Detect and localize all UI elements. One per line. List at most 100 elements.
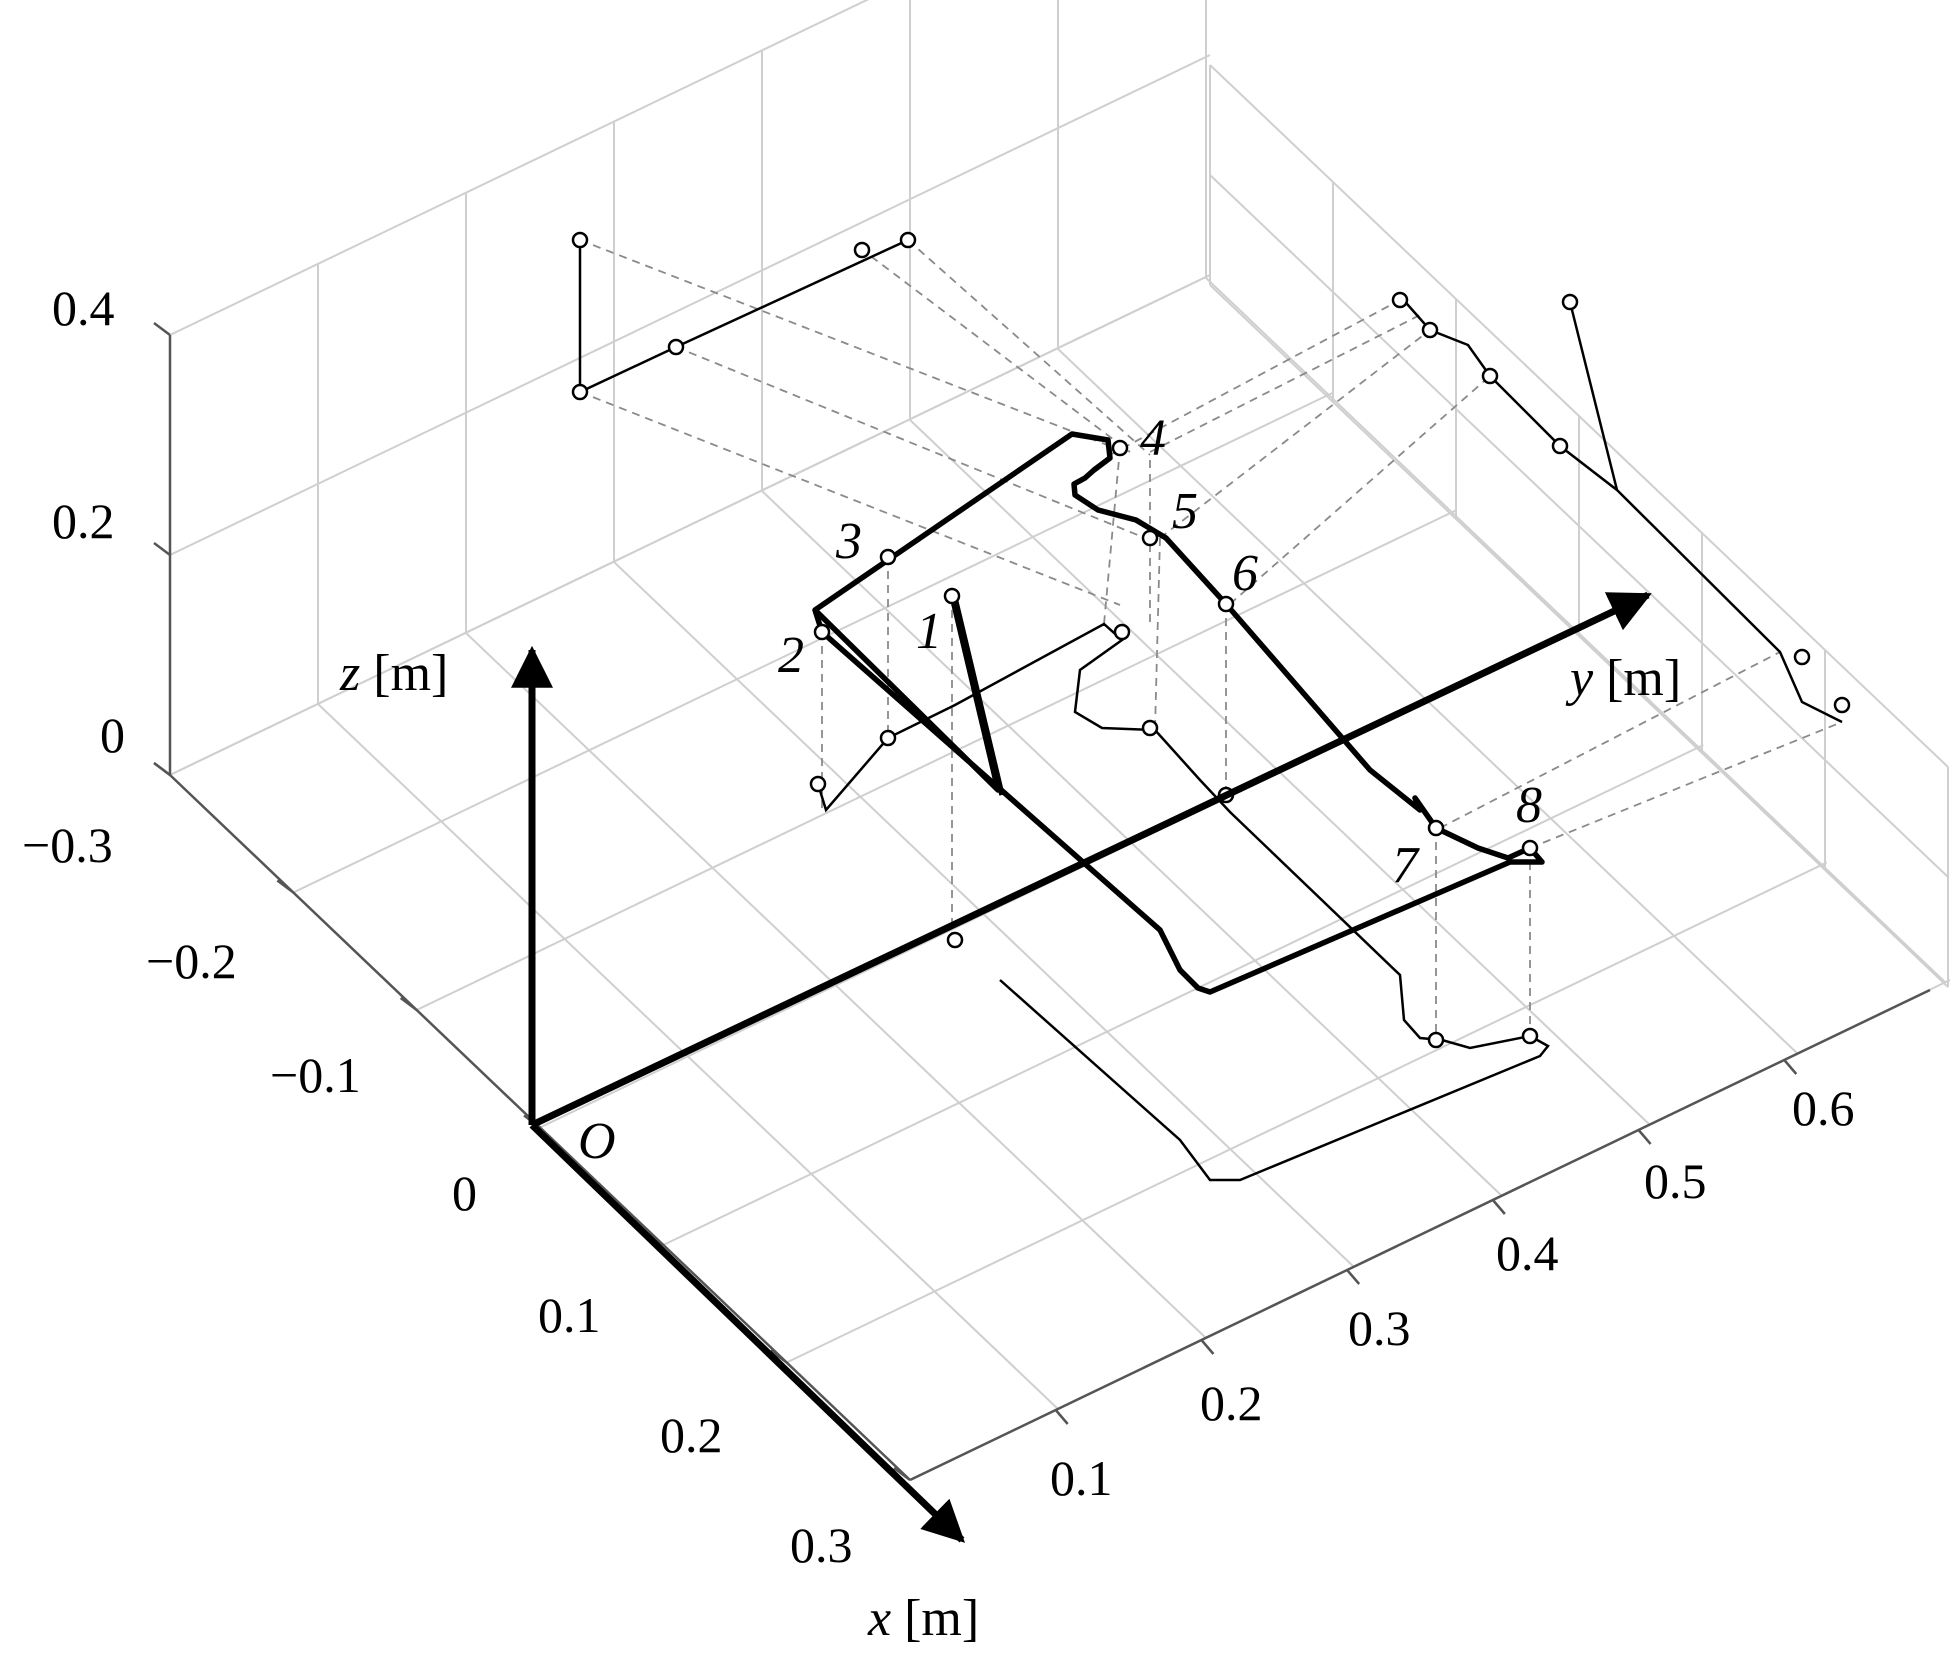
path-projection-right-wall [1399,295,1843,724]
floor-grid-line [786,861,1828,1364]
wall-grid-line [169,54,1211,556]
y-tick-label-3: 0.4 [1496,1225,1559,1281]
box-edge-tick [153,322,171,336]
grid-group [169,0,1951,1481]
path-projection-back-wall [578,238,909,394]
box-edge-tick [153,762,171,776]
box-edge-tick [1200,1339,1215,1355]
floor-grid-line [317,703,1059,1410]
path-marker [1793,648,1811,666]
right-wall-projection-guide [1149,314,1421,453]
x-tick-label-2: 0.2 [660,1407,723,1463]
path-marker [1113,623,1131,641]
path-marker [809,775,827,793]
waypoint-label-2: 2 [778,627,804,684]
path-marker [1217,595,1235,613]
x-tick-label-1: 0.1 [538,1287,601,1343]
y-axis-arrow [530,591,1652,1129]
path-marker [1481,367,1499,385]
floor-projection-guide [1154,537,1161,731]
floor-grid-line [613,561,1355,1268]
path-marker [571,231,589,249]
z-tick-label-2: 0.4 [52,280,115,336]
x-axis-label: x [m] [867,1590,979,1647]
waypoint-label-3: 3 [835,513,862,570]
box-edge-tick [769,1349,788,1364]
waypoint-label-4: 4 [1140,410,1166,467]
box-x-tick-label-2: −0.1 [270,1047,361,1103]
x-tick-label-3: 0.3 [790,1517,853,1573]
path-marker [879,729,897,747]
path-marker [1391,291,1409,309]
x-axis-arrow [529,1122,966,1543]
box-edge-tick [153,542,171,556]
path-marker [1521,839,1539,857]
path-marker [1421,321,1439,339]
path-marker [571,383,589,401]
x-tick-label-0: 0 [452,1165,477,1221]
right-wall-projection-guide [1229,375,1491,605]
floor-grid-line [292,391,1334,894]
box-x-tick-label-0: −0.3 [22,817,113,873]
box-edge-tick [1491,1199,1506,1215]
box-edge-tick [399,997,418,1011]
back-wall-projection-guide [675,346,1151,541]
box-x-tick-label-1: −0.2 [146,933,237,989]
y-tick-label-4: 0.5 [1644,1153,1707,1209]
path-marker [1561,293,1579,311]
wall-grid-line [169,0,870,336]
box-edge-tick [1637,1129,1652,1145]
right-wall-projection-guide [1529,721,1843,849]
waypoint-label-8: 8 [1516,777,1542,834]
box-edge-tick [276,879,295,894]
path-marker [667,338,685,356]
box-edge-tick [1783,1059,1798,1075]
path-marker [1833,696,1851,714]
path-marker [1427,819,1445,837]
origin-label: O [578,1113,616,1170]
y-tick-label-5: 0.6 [1792,1080,1855,1136]
box-edge-tick [1054,1409,1069,1425]
waypoint-label-5: 5 [1172,483,1198,540]
y-tick-label-2: 0.3 [1348,1300,1411,1356]
path-marker [1141,529,1159,547]
trajectory-segment-1 [952,597,1005,796]
floor-grid-line [662,744,1704,1246]
box-frame-group [153,322,1931,1482]
y-tick-label-1: 0.2 [1200,1375,1263,1431]
waypoint-label-7: 7 [1392,837,1420,894]
back-wall-projection-guide [579,391,1121,606]
box-frame-front-right-edge [909,988,1931,1482]
right-wall-projection-guide [1159,329,1431,539]
path-marker [1141,719,1159,737]
path-marker [946,931,964,949]
y-axis-label: y [m] [1565,650,1681,707]
path-marker [879,548,897,566]
floor-grid-line [465,632,1207,1339]
back-wall-projection-guide [907,239,1151,456]
right-wall-grid-line [1209,284,1949,988]
box-edge-tick [1346,1269,1361,1285]
path-projection-floor [816,622,1550,1182]
path-marker [1521,1027,1539,1045]
path-marker [943,587,961,605]
trajectory-3d-path [812,431,1545,995]
path-marker [1427,1031,1445,1049]
z-tick-label-0: 0 [100,707,125,763]
waypoint-label-1: 1 [916,603,942,660]
wall-grid-line [169,274,1211,776]
projection-guides-group [579,239,1843,1040]
right-wall-grid-line [1209,174,1949,878]
back-wall-projection-guide [859,247,1131,453]
right-wall-projection-guide [1439,651,1781,829]
path-marker [813,623,831,641]
floor-grid-line [416,509,1458,1011]
waypoint-label-6: 6 [1232,545,1258,602]
path-marker [1111,439,1129,457]
right-wall-grid-line [1209,64,1949,768]
floor-projection-guide [1103,447,1121,625]
path-marker [1551,437,1569,455]
back-wall-projection-guide [579,239,1121,451]
box-edge-tick [893,1467,911,1481]
